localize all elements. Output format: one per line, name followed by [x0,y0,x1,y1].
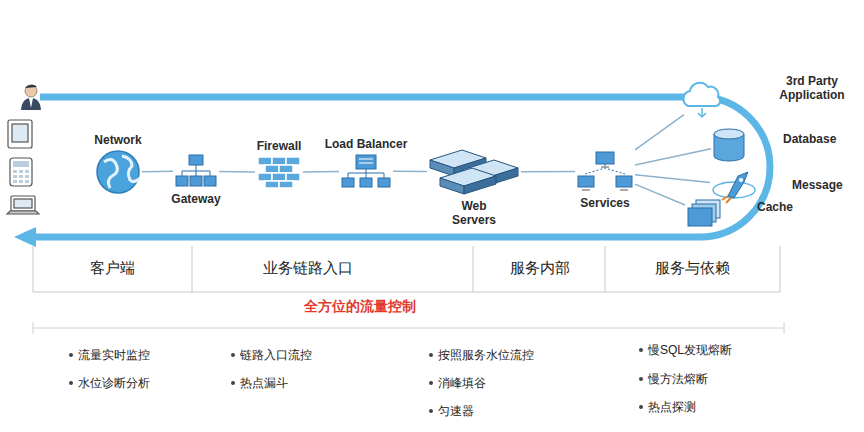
client-devices [7,120,39,214]
link-line [521,171,575,173]
user-icon [21,85,41,110]
segment-label: 服务内部 [510,259,570,278]
globe-icon [97,151,140,193]
link-line [635,184,685,205]
bullet-item: 慢方法熔断 [648,371,708,388]
bullet-item: 消峰填谷 [438,375,486,392]
cache-icon [688,200,720,226]
firewall-icon [258,157,300,188]
bullet-item: 链路入口流控 [240,347,312,364]
segment-label: 业务链路入口 [263,259,353,278]
link-line [303,171,339,173]
component-icon: Message [712,171,756,199]
bullet-item: 慢SQL发现熔断 [648,342,732,359]
component-label: Network [94,133,141,147]
component-label: Load Balancer [325,137,408,151]
load-balancer-icon [342,155,390,187]
link-line [635,149,711,165]
message-icon [713,172,755,203]
component-label: Database [783,132,836,146]
flow-loop [34,97,770,237]
loop-arrowhead [14,227,36,247]
segment-band [33,246,784,334]
segment-label: 服务与依赖 [655,259,730,278]
scope-caption: 全方位的流量控制 [301,298,419,316]
component-label: Services [580,196,629,210]
component-label: Web Servers [442,199,506,228]
services-icon [578,152,632,190]
component-icon: Cache [687,199,721,227]
link-line [635,115,684,150]
bullet-dots [69,348,643,413]
bullet-item: 水位诊断分析 [78,375,150,392]
bullet-item: 热点探测 [648,399,696,416]
component-icon: Database [713,128,745,162]
component-label: 3rd Party Application [772,74,852,103]
component-label: Gateway [171,192,220,206]
server-stack-icon [430,150,518,194]
segment-label: 客户端 [90,259,135,278]
bullet-item: 按照服务水位流控 [438,347,534,364]
component-icon: Web Servers [429,149,519,195]
bullet-item: 热点漏斗 [240,375,288,392]
loop-band [34,97,770,237]
component-icon: Gateway [175,154,217,188]
link-line [635,175,710,183]
component-icon: 3rd Party Application [686,84,720,118]
bullet-item: 匀速器 [438,403,474,420]
gateway-icon [176,155,216,186]
link-line [142,171,173,173]
link-line [219,171,255,173]
component-label: Message [792,178,843,192]
component-icon: Services [577,151,633,192]
component-label: Firewall [257,139,302,153]
database-icon [714,129,744,161]
component-icon: Network [96,150,140,194]
component-icon: Firewall [257,156,301,189]
cloud-icon [684,83,721,117]
bullet-item: 流量实时监控 [78,347,150,364]
component-label: Cache [757,200,793,214]
component-icon: Load Balancer [341,154,391,188]
link-line [393,171,427,173]
